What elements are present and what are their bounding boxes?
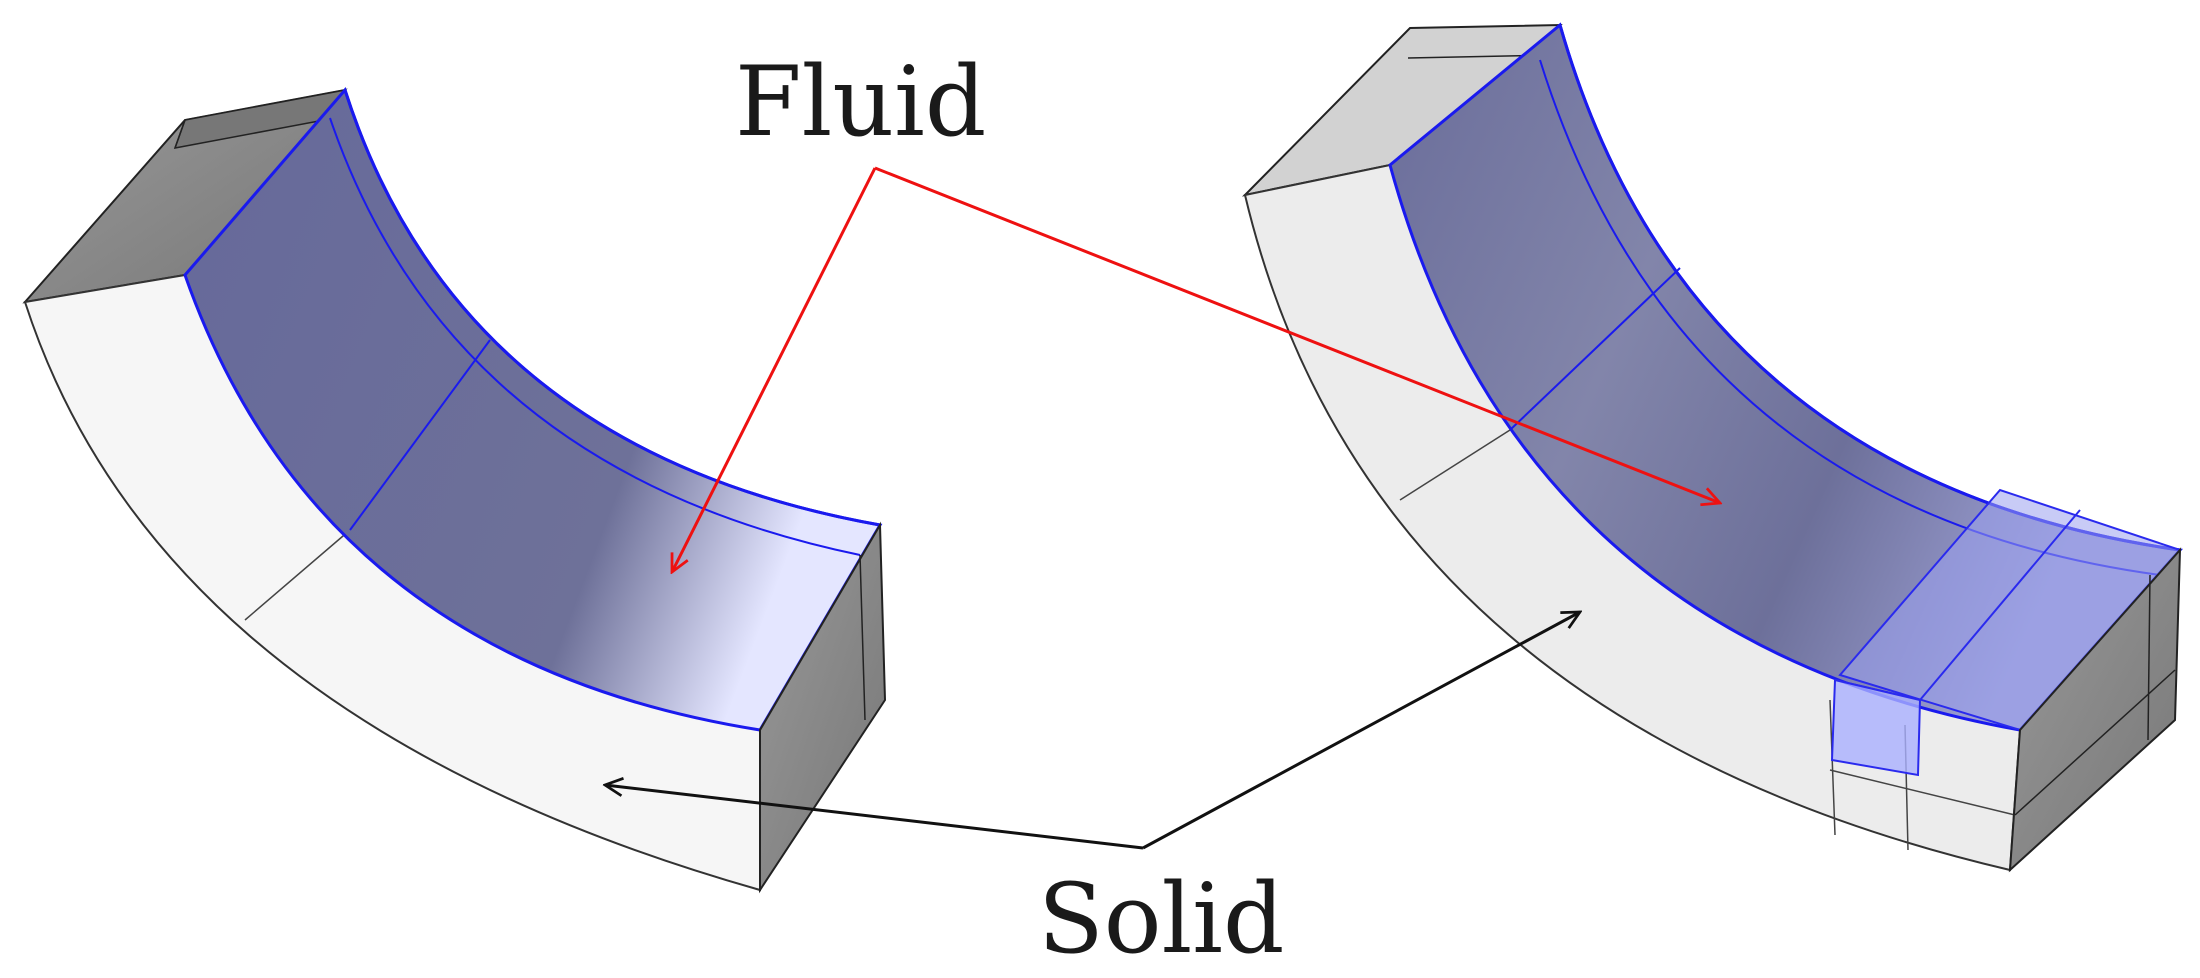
right-end-cap <box>2008 547 2182 873</box>
fluid-arrow-left <box>672 167 877 572</box>
left-end-cap <box>759 521 887 894</box>
fluid-label: Fluid <box>735 46 986 158</box>
solid-arrow-right <box>1142 612 1580 850</box>
solid-arrows <box>605 612 1580 850</box>
solid-label: Solid <box>1038 863 1284 975</box>
solid-arrow-left <box>605 785 1144 850</box>
left-curved-block <box>22 86 887 894</box>
right-curved-block <box>1241 22 2183 873</box>
fluid-arrows <box>672 166 1720 572</box>
fluid-arrow-right <box>874 166 1720 503</box>
